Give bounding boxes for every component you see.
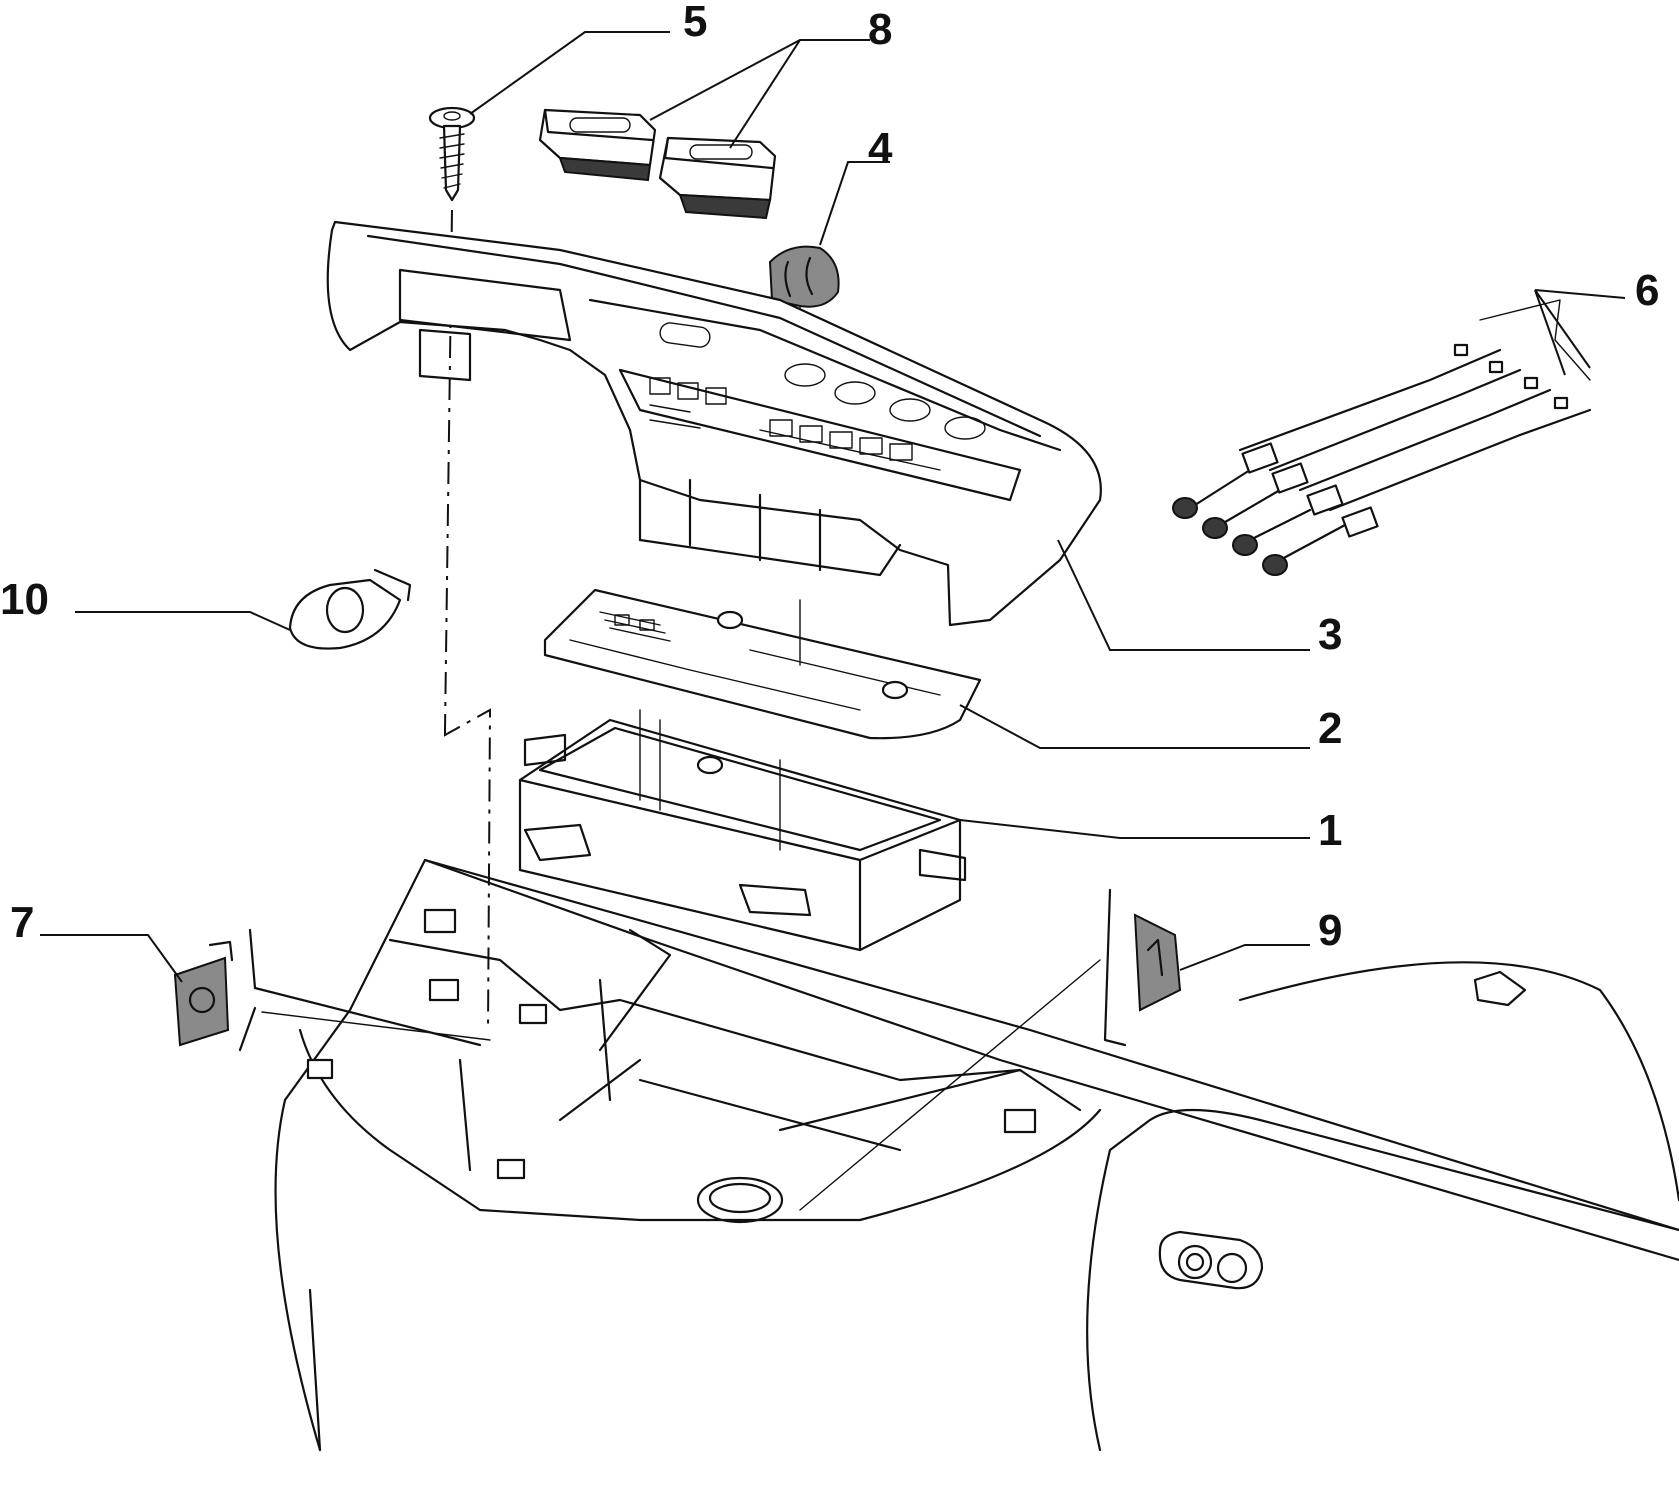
part-7-clip: [173, 940, 234, 1047]
part-8-switch-buttons: [538, 108, 777, 220]
callout-1: 1: [1318, 806, 1342, 855]
part-10-bulb: [288, 568, 412, 650]
dashboard-body: [238, 858, 1679, 1452]
part-3-console-housing: [326, 220, 1102, 627]
callout-4: 4: [868, 124, 893, 173]
callout-2: 2: [1318, 704, 1342, 753]
callout-leaders: [40, 31, 1626, 983]
part-9-clip: [1133, 913, 1182, 1012]
callout-6: 6: [1635, 266, 1659, 315]
callout-8: 8: [868, 5, 892, 54]
part-6-wiring-bundle: [1172, 299, 1592, 576]
callout-9: 9: [1318, 906, 1342, 955]
callout-5: 5: [683, 0, 707, 46]
callout-3: 3: [1318, 610, 1342, 659]
callout-labels: 1 2 3 4 5 6 7 8 9 10: [0, 0, 1659, 955]
part-5-screw: [428, 106, 476, 202]
callout-10: 10: [0, 575, 49, 624]
part-2-circuit-board: [543, 588, 982, 740]
part-1-base-box: [518, 709, 967, 952]
callout-7: 7: [10, 898, 34, 947]
